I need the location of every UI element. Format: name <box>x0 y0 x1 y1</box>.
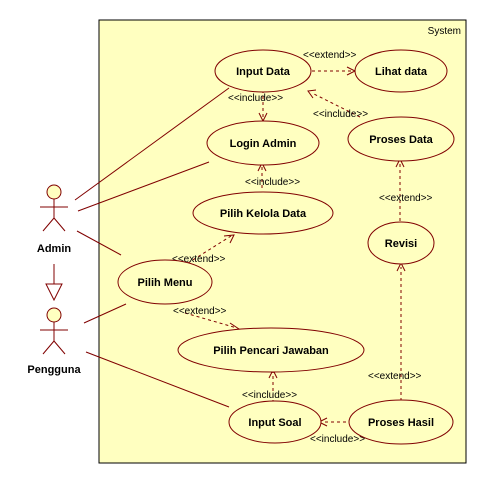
dep-menu-kelola-head <box>223 234 235 244</box>
use-case-label: Login Admin <box>230 138 297 150</box>
dep-menu-kelola <box>187 235 232 264</box>
association-admin-login-admin <box>77 161 210 212</box>
use-case-input-soal: Input Soal <box>228 400 322 444</box>
use-case-proses-hasil: Proses Hasil <box>348 399 454 445</box>
label-include-input-login: <<include>> <box>228 93 283 104</box>
association-admin-pilih-menu <box>76 230 122 256</box>
system-label: System <box>428 26 461 37</box>
use-case-label: Lihat data <box>375 66 428 78</box>
use-case-label: Pilih Pencari Jawaban <box>213 345 329 357</box>
use-case-revisi: Revisi <box>367 221 435 265</box>
use-case-label: Proses Data <box>369 134 433 146</box>
label-include-soal-pencari: <<include>> <box>242 390 297 401</box>
association-admin-input-data <box>74 87 230 201</box>
actor-pengguna: Pengguna <box>27 307 81 376</box>
use-case-label: Pilih Kelola Data <box>220 208 307 220</box>
generalization-arrowhead <box>45 283 63 302</box>
label-extend-hasil-revisi: <<extend>> <box>368 371 422 382</box>
label-extend-menu-kelola: <<extend>> <box>172 254 226 265</box>
association-pengguna-input-soal <box>85 351 230 408</box>
use-case-input-data: Input Data <box>214 49 312 93</box>
actor-head <box>46 307 62 323</box>
use-case-login-admin: Login Admin <box>206 120 320 166</box>
label-include-soal-hasil: <<include>> <box>310 434 365 445</box>
use-case-label: Pilih Menu <box>138 277 193 289</box>
dep-proses-input <box>311 92 361 118</box>
association-pengguna-pilih-menu <box>83 303 127 324</box>
use-case-pilih-menu: Pilih Menu <box>117 259 213 305</box>
use-case-pilih-pencari-jawaban: Pilih Pencari Jawaban <box>177 327 365 373</box>
label-include-login-kelola: <<include>> <box>245 177 300 188</box>
label-extend-revisi-proses: <<extend>> <box>379 193 433 204</box>
use-case-lihat-data: Lihat data <box>354 49 448 93</box>
use-case-label: Proses Hasil <box>368 417 434 429</box>
label-extend-input-lihat: <<extend>> <box>303 50 357 61</box>
label-extend-menu-pencari: <<extend>> <box>173 306 227 317</box>
use-case-proses-data: Proses Data <box>347 116 455 162</box>
use-case-label: Input Data <box>236 66 291 78</box>
dep-proses-input-head <box>307 89 317 99</box>
use-case-label: Revisi <box>385 238 417 250</box>
label-include-proses-input: <<include>> <box>313 109 368 120</box>
use-case-pilih-kelola-data: Pilih Kelola Data <box>192 191 334 235</box>
actor-admin: Admin <box>37 184 72 255</box>
actor-head <box>46 184 62 200</box>
actor-label-admin: Admin <box>37 243 72 255</box>
use-case-label: Input Soal <box>248 417 301 429</box>
actor-label-pengguna: Pengguna <box>27 364 81 376</box>
